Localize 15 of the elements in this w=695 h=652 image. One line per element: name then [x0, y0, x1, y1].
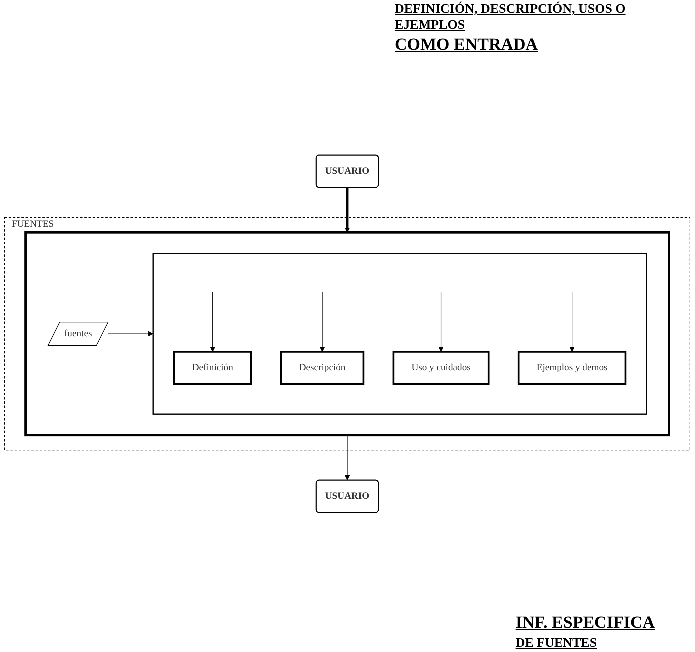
arrow [108, 331, 154, 337]
underlined-note: DEFINICIÓN, DESCRIPCIÓN, USOS O EJEMPLOS [395, 1, 627, 33]
arrow [210, 292, 216, 352]
arrow [438, 292, 444, 352]
node-box: Definición [173, 351, 252, 386]
arrow [570, 292, 575, 352]
underlined-note: DE FUENTES [516, 635, 598, 651]
underlined-note: COMO ENTRADA [395, 35, 540, 55]
arrow [320, 292, 326, 352]
node-box: Descripción [280, 351, 365, 386]
underlined-note: INF. ESPECIFICA [516, 613, 655, 633]
arrow [344, 188, 350, 233]
arrow [344, 435, 350, 481]
node-box: Uso y cuidados [392, 351, 490, 386]
node-box: Ejemplos y demos [518, 351, 627, 386]
